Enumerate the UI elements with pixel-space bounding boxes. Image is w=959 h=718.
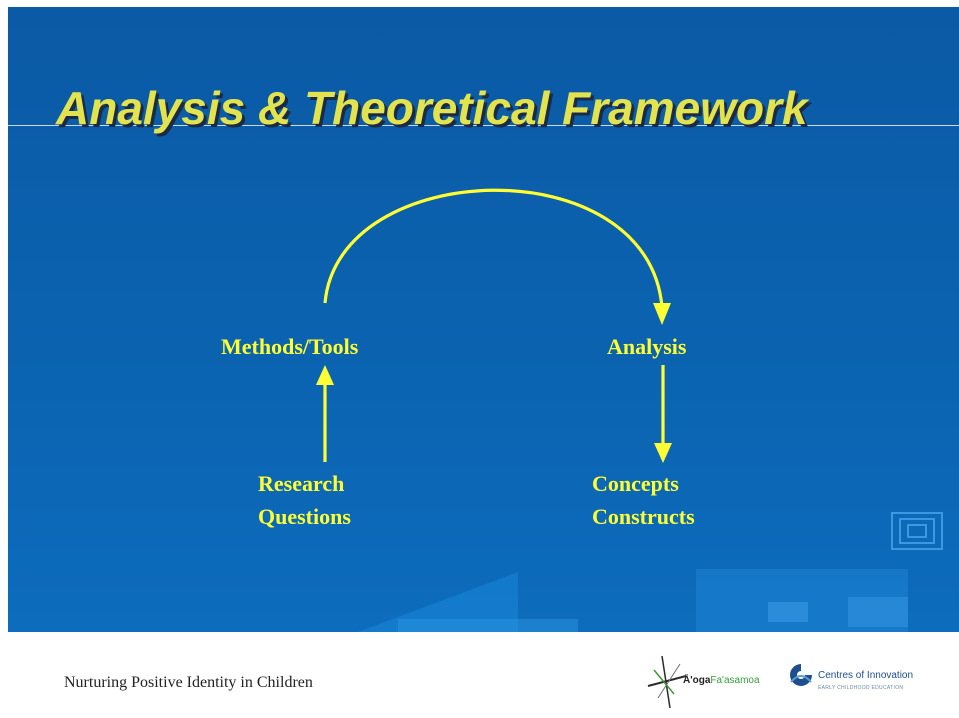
aoga-logo-word2: Fa'asamoa <box>710 675 760 686</box>
node-research-line1: Research <box>258 471 345 496</box>
node-concepts-constructs: Concepts Constructs <box>592 467 695 533</box>
background-decoration <box>358 512 943 632</box>
flow-arrows <box>316 188 672 463</box>
arc-arrowhead <box>653 303 671 325</box>
node-analysis: Analysis <box>607 334 687 359</box>
node-methods-tools: Methods/Tools <box>221 334 359 359</box>
aoga-logo-text: Ā'ogaFa'asamoa <box>683 675 760 686</box>
node-research-line2: Questions <box>258 504 351 529</box>
footer-caption: Nurturing Positive Identity in Children <box>64 674 313 691</box>
node-research-questions: Research Questions <box>258 467 351 533</box>
title-divider <box>8 125 959 126</box>
arc-arrow-methods-to-analysis <box>323 188 664 308</box>
aoga-logo-word1: Ā'oga <box>683 675 711 686</box>
slide-title: Analysis & Theoretical Framework <box>56 82 808 134</box>
centres-of-innovation-logo-icon <box>790 664 812 686</box>
slide-canvas: Analysis & Theoretical Framework Methods… <box>8 7 959 632</box>
aoga-logo-icon <box>647 655 687 709</box>
down-arrowhead <box>654 443 672 463</box>
coi-logo-subtitle: EARLY CHILDHOOD EDUCATION <box>818 685 904 691</box>
node-concepts-line1: Concepts <box>592 471 679 496</box>
coi-logo-title: Centres of Innovation <box>818 670 914 681</box>
node-concepts-line2: Constructs <box>592 504 695 529</box>
up-arrowhead <box>316 365 334 385</box>
